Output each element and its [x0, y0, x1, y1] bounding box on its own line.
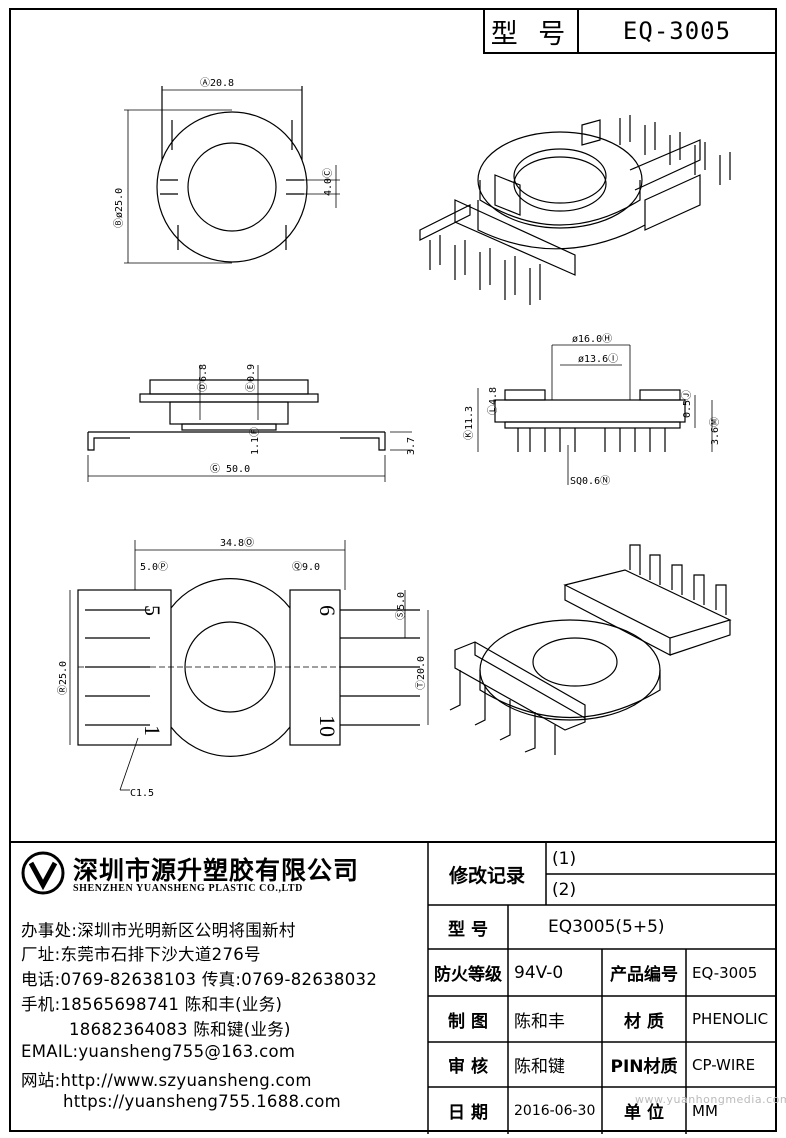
mobile-1: 手机:18565698741 陈和丰(业务)	[21, 995, 283, 1014]
dim-phi13: ø13.6Ⓘ	[578, 353, 618, 365]
model-label-cell: 型 号	[448, 919, 488, 940]
website-2: https://yuansheng755.1688.com	[63, 1092, 341, 1111]
drawing-frame	[9, 8, 777, 1132]
unit-label: 单 位	[624, 1103, 664, 1123]
company-name-en: SHENZHEN YUANSHENG PLASTIC CO.,LTD	[73, 883, 303, 894]
dim-S: Ⓢ5.0	[395, 592, 407, 620]
product-no-label: 产品编号	[610, 965, 678, 985]
pin-label-10: 10	[315, 715, 340, 737]
revision-label: 修改记录	[448, 864, 525, 887]
date-value: 2016-06-30	[514, 1102, 596, 1119]
title-block-grid	[21, 843, 777, 1134]
dim-G: Ⓖ 50.0	[210, 463, 250, 475]
dim-H-height: 3.7	[406, 437, 417, 455]
revision-1: (1)	[552, 848, 577, 869]
dim-M: 3.6Ⓜ	[709, 417, 721, 445]
top-view	[124, 86, 340, 264]
dim-D: Ⓓ6.8	[197, 364, 209, 392]
drawn-by-value: 陈和丰	[514, 1011, 565, 1032]
model-value: EQ-3005	[622, 17, 732, 45]
fire-rating-label: 防火等级	[434, 965, 502, 985]
logo-mark	[28, 861, 58, 891]
dim-phi16: ø16.0Ⓗ	[572, 333, 612, 345]
dim-T: Ⓣ20.0	[415, 656, 427, 690]
revision-2: (2)	[552, 879, 577, 900]
pin-label-5: 5	[140, 605, 165, 616]
dim-E: Ⓔ0.9	[245, 364, 257, 392]
company-header: 深圳市源升塑胶有限公司 SHENZHEN YUANSHENG PLASTIC C…	[9, 843, 429, 905]
bottom-view	[69, 540, 429, 791]
dim-P: 5.0Ⓟ	[140, 561, 168, 573]
email: EMAIL:yuansheng755@163.com	[21, 1042, 296, 1061]
fire-rating-value: 94V-0	[514, 962, 564, 983]
pin-material-value: CP-WIRE	[692, 1055, 756, 1074]
iso-view-top	[419, 115, 731, 305]
date-label: 日 期	[448, 1103, 488, 1123]
reviewed-by-value: 陈和键	[514, 1057, 565, 1077]
pin-label-1: 1	[140, 725, 165, 736]
dim-C: 4.0Ⓒ	[322, 168, 334, 196]
factory-address: 厂址:东莞市石排下沙大道276号	[21, 945, 261, 964]
product-no-value: EQ-3005	[692, 963, 758, 982]
technical-drawing: Ⓐ20.8 Ⓑø25.0 4.0Ⓒ	[57, 77, 732, 799]
website-1: 网站:http://www.szyuansheng.com	[21, 1071, 312, 1090]
front-section-view	[477, 344, 713, 485]
office-address: 办事处:深圳市光明新区公明将围新村	[21, 921, 296, 940]
dim-A: Ⓐ20.8	[200, 77, 234, 89]
pin-label-6: 6	[315, 605, 340, 616]
dim-R: Ⓡ25.0	[57, 661, 69, 695]
dim-N: SQ0.6Ⓝ	[570, 475, 610, 487]
drawn-by-label: 制 图	[448, 1011, 488, 1032]
iso-view-bottom	[449, 544, 732, 755]
model-header: 型 号 EQ-3005	[483, 8, 777, 54]
model-label: 型 号	[485, 10, 579, 52]
unit-value: MM	[692, 1101, 718, 1120]
pin-material-label: PIN材质	[610, 1057, 678, 1077]
reviewed-by-label: 审 核	[448, 1057, 488, 1077]
company-logo	[21, 851, 65, 895]
dim-Q: Ⓠ9.0	[292, 561, 320, 573]
side-view	[87, 365, 412, 482]
dim-L: Ⓛ4.8	[487, 387, 499, 415]
watermark: www.yuanhongmedia.com	[635, 1093, 786, 1106]
material-value: PHENOLIC	[692, 1010, 769, 1028]
dim-F: 1.1Ⓕ	[249, 427, 261, 455]
model-value-cell: EQ3005(5+5)	[548, 917, 665, 937]
dim-J: 0.5Ⓙ	[681, 390, 693, 418]
phone-fax: 电话:0769-82638103 传真:0769-82638032	[21, 970, 378, 989]
title-block: 深圳市源升塑胶有限公司 SHENZHEN YUANSHENG PLASTIC C…	[9, 841, 777, 1134]
dim-C1: C1.5	[130, 788, 154, 799]
dim-B: Ⓑø25.0	[113, 188, 125, 228]
material-label: 材 质	[624, 1011, 664, 1032]
dim-O: 34.8Ⓞ	[220, 537, 254, 549]
mobile-2: 18682364083 陈和键(业务)	[69, 1020, 291, 1039]
company-name-cn: 深圳市源升塑胶有限公司	[73, 856, 360, 885]
dim-K: Ⓚ11.3	[463, 406, 475, 440]
